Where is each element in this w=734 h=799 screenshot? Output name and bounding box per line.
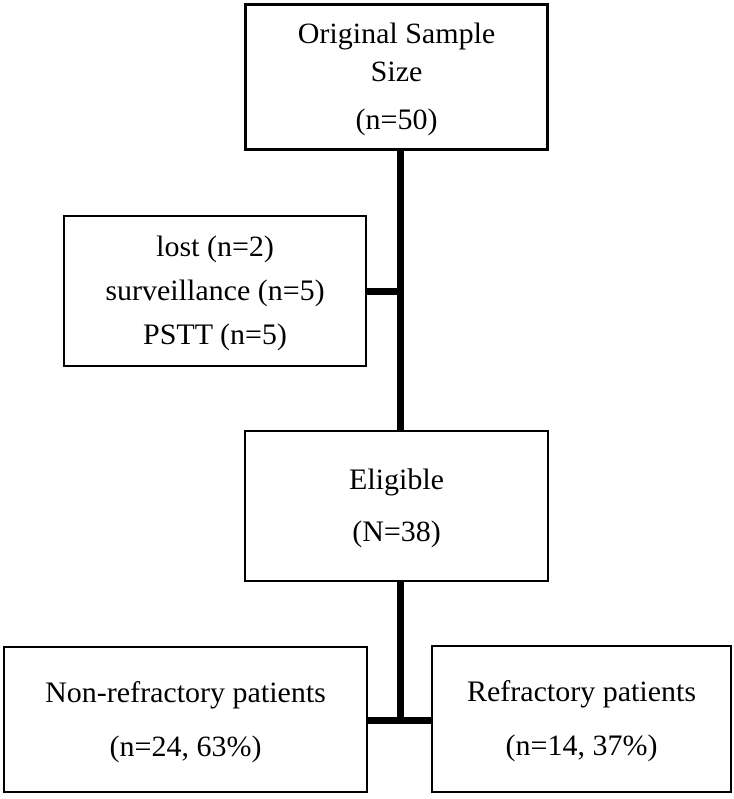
node-eligible-title: Eligible: [349, 463, 444, 496]
node-original-sample: Original Sample Size (n=50): [244, 3, 549, 151]
node-refractory: Refractory patients (n=14, 37%): [431, 645, 732, 793]
connector-eligible-to-split: [397, 582, 404, 724]
node-excluded: lost (n=2) surveillance (n=5) PSTT (n=5): [63, 215, 367, 367]
node-eligible-count: (N=38): [352, 515, 441, 548]
node-excluded-pstt: PSTT (n=5): [143, 318, 287, 351]
node-original-sample-title-line2: Size: [370, 55, 423, 88]
node-non-refractory-title: Non-refractory patients: [45, 675, 326, 709]
node-non-refractory-count: (n=24, 63%): [109, 729, 262, 763]
node-original-sample-title-line1: Original Sample: [297, 17, 496, 50]
node-non-refractory: Non-refractory patients (n=24, 63%): [3, 646, 368, 793]
connector-bottom-split: [368, 717, 431, 724]
node-refractory-count: (n=14, 37%): [505, 729, 658, 762]
node-refractory-title: Refractory patients: [466, 675, 697, 708]
node-original-sample-count: (n=50): [355, 103, 438, 136]
node-excluded-lost: lost (n=2): [156, 230, 274, 263]
node-excluded-surveillance: surveillance (n=5): [105, 274, 325, 307]
node-eligible: Eligible (N=38): [244, 430, 549, 582]
connector-excluded-branch: [367, 288, 404, 295]
